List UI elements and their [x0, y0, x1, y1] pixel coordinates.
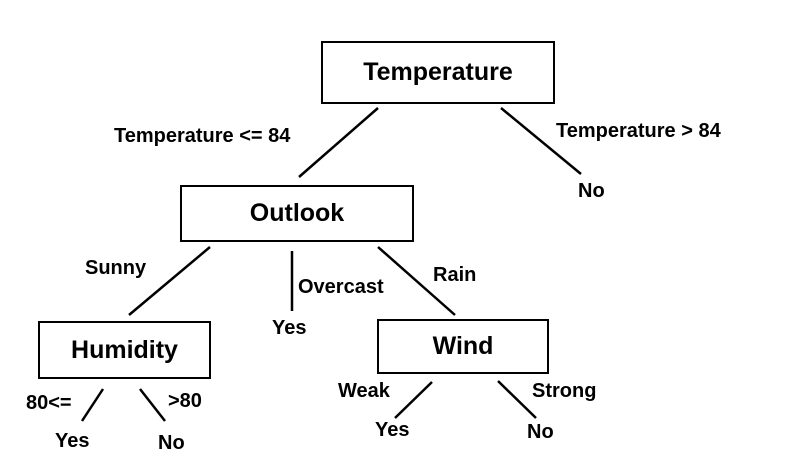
edge-temperature-to-no — [500, 107, 582, 175]
edge-label-rain: Rain — [433, 264, 477, 286]
edge-temperature-to-outlook — [298, 107, 379, 178]
edge-label-sunny: Sunny — [85, 257, 147, 279]
edge-label-temperature-gt-84: Temperature > 84 — [556, 120, 721, 142]
edge-wind-to-yes — [394, 381, 433, 419]
edge-wind-to-no — [497, 380, 537, 419]
leaf-yes-wind: Yes — [375, 419, 410, 441]
node-temperature: Temperature — [321, 41, 555, 104]
edge-label-weak: Weak — [338, 380, 390, 402]
edge-humidity-to-no — [139, 388, 166, 422]
leaf-no-temperature: No — [578, 180, 605, 202]
leaf-no-humidity: No — [158, 432, 185, 454]
leaf-yes-humidity: Yes — [55, 430, 90, 452]
node-outlook: Outlook — [180, 185, 414, 242]
edge-humidity-to-yes — [80, 388, 105, 422]
leaf-yes-overcast: Yes — [272, 317, 307, 339]
edge-label-humidity-gt-80: >80 — [168, 390, 202, 412]
edge-outlook-to-humidity — [128, 246, 211, 316]
edge-label-humidity-le-80: 80<= — [26, 392, 72, 414]
leaf-no-wind: No — [527, 421, 554, 443]
edge-label-temperature-le-84: Temperature <= 84 — [114, 125, 291, 147]
node-wind: Wind — [377, 319, 549, 374]
edge-label-overcast: Overcast — [298, 276, 384, 298]
node-humidity: Humidity — [38, 321, 211, 379]
edge-label-strong: Strong — [532, 380, 597, 402]
edge-outlook-to-wind — [377, 246, 456, 316]
